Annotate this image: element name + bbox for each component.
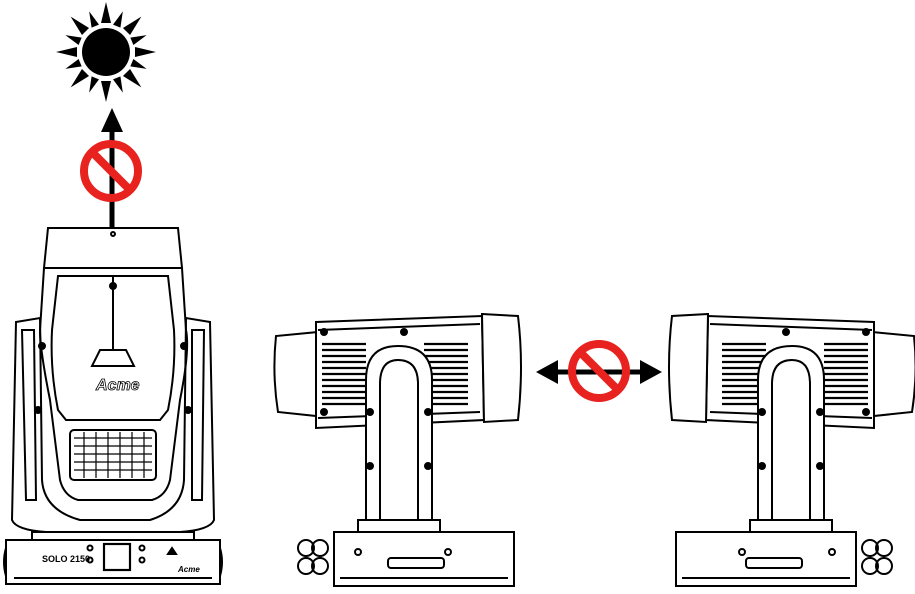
side-view-fixture-left (273, 312, 522, 587)
brand-logo: Acme (95, 377, 140, 394)
side-view-fixture-right (668, 312, 915, 587)
prohibition-icon-horizontal (568, 340, 630, 402)
front-panel-model-label: SOLO 2150 (42, 554, 90, 564)
front-panel-logo: Acme (177, 565, 200, 574)
front-view-fixture (3, 227, 223, 585)
sun-icon (56, 2, 156, 102)
prohibition-icon (80, 140, 142, 202)
